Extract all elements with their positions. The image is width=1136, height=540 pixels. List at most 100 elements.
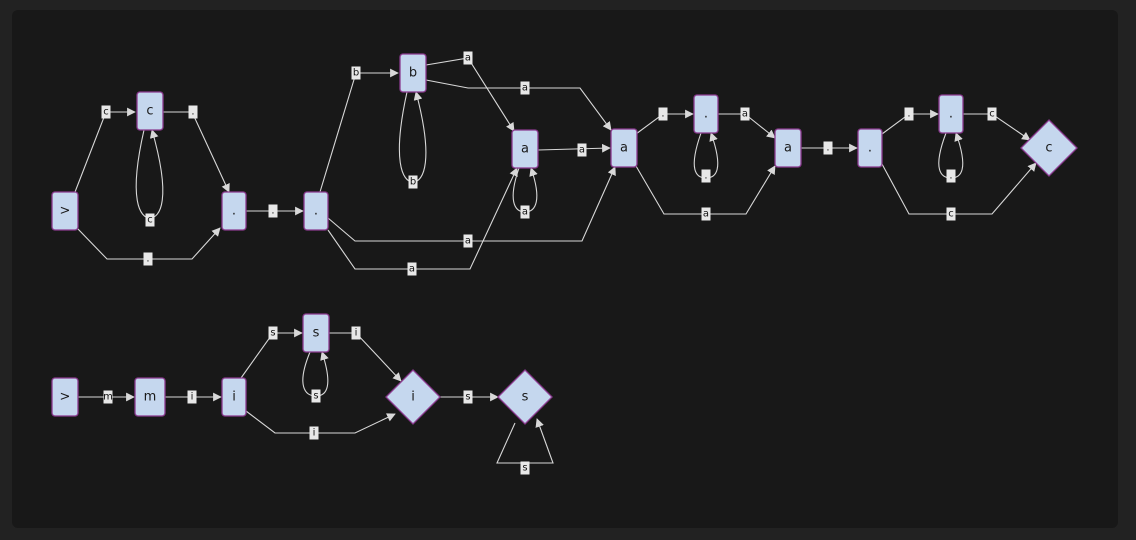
edge-label-text: c xyxy=(103,107,109,118)
accepting-state-shape xyxy=(1020,119,1078,177)
edge-g1n4-g1n4 xyxy=(398,91,427,183)
edge-label-text: c xyxy=(989,109,995,120)
edge-label-g1n3-g1n5: a xyxy=(407,262,417,276)
state-shape xyxy=(136,91,164,131)
edge-label-background xyxy=(904,107,914,121)
edge-g1n5-g1n5 xyxy=(512,167,538,213)
edge-label-g1n8-g1n9: . xyxy=(823,141,833,155)
edge-label-background xyxy=(701,207,711,221)
edge-label-g1n9-g1n10: . xyxy=(904,107,914,121)
edge-label-background xyxy=(309,426,319,440)
state-node-g1n7[interactable]: . xyxy=(693,94,719,134)
edge-label-background xyxy=(408,175,418,189)
edge-label-text: . xyxy=(271,206,274,217)
accepting-state-shape xyxy=(497,369,553,425)
state-node-g1n1[interactable]: c xyxy=(136,91,164,131)
state-node-g1n6[interactable]: a xyxy=(610,128,638,168)
edge-label-text: . xyxy=(704,171,707,182)
state-node-g2n3[interactable]: s xyxy=(302,313,330,353)
edge-label-background xyxy=(351,326,361,340)
accepting-state-shape xyxy=(385,369,441,425)
edge-label-text: c xyxy=(147,215,153,226)
edge-label-text: a xyxy=(465,236,471,247)
state-shape xyxy=(221,377,247,417)
edge-label-background xyxy=(701,169,711,183)
edge-label-background xyxy=(103,390,113,404)
edge-label-text: s xyxy=(270,328,275,339)
edge-label-background xyxy=(946,169,956,183)
edge-g1n4-g1n6 xyxy=(425,79,612,131)
edge-label-text: m xyxy=(103,392,113,403)
edge-label-background xyxy=(520,81,530,95)
state-node-g2n2[interactable]: i xyxy=(221,377,247,417)
state-shape xyxy=(857,128,883,168)
edge-label-background xyxy=(101,105,111,119)
state-label: a xyxy=(620,141,628,156)
state-node-g1n10[interactable]: . xyxy=(938,94,964,134)
state-node-g1n3[interactable]: . xyxy=(303,191,329,231)
state-label: c xyxy=(146,104,153,119)
edge-label-text: s xyxy=(313,391,318,402)
state-node-g2n5[interactable]: s xyxy=(497,369,553,425)
edge-label-background xyxy=(946,207,956,221)
edge-g1n1-g1n1 xyxy=(135,129,164,219)
edge-label-g1n5-g1n5: a xyxy=(520,205,530,219)
state-shape xyxy=(51,191,79,231)
state-label: > xyxy=(60,390,71,405)
state-node-g2n1[interactable]: m xyxy=(134,377,166,417)
edge-label-text: b xyxy=(410,177,416,188)
edge-label-g2n2-g2n3: s xyxy=(268,326,278,340)
edge-label-text: a xyxy=(522,207,528,218)
edge-label-text: a xyxy=(742,109,748,120)
state-node-g1n2[interactable]: . xyxy=(221,191,247,231)
edge-label-background xyxy=(740,107,750,121)
edge-label-background xyxy=(987,107,997,121)
state-shape xyxy=(693,94,719,134)
edge-g2n2-g2n4 xyxy=(245,410,396,434)
edge-label-background xyxy=(351,66,361,80)
edge-label-background xyxy=(311,389,321,403)
edge-label-background xyxy=(143,252,153,266)
state-shape xyxy=(221,191,247,231)
diagram-panel xyxy=(12,10,1118,528)
edge-label-text: . xyxy=(949,171,952,182)
edge-label-text: i xyxy=(313,428,316,439)
state-shape xyxy=(303,191,329,231)
state-label: . xyxy=(314,204,318,219)
edge-label-text: s xyxy=(465,392,470,403)
state-label: . xyxy=(949,107,953,122)
edge-label-g1n10-g1n10: . xyxy=(946,169,956,183)
state-shape xyxy=(938,94,964,134)
state-node-g1n5[interactable]: a xyxy=(511,129,539,169)
state-shape xyxy=(51,377,79,417)
edge-label-text: s xyxy=(522,463,527,474)
edge-label-g1n10-g1n11: c xyxy=(987,107,997,121)
state-node-g1n4[interactable]: b xyxy=(399,53,427,93)
edge-label-text: . xyxy=(661,109,664,120)
edge-label-text: b xyxy=(353,68,359,79)
edge-g1n5-g1n6 xyxy=(537,143,611,153)
edge-label-g1n7-g1n7: . xyxy=(701,169,711,183)
state-label: s xyxy=(313,326,320,341)
edge-label-g2n1-g2n2: i xyxy=(187,390,197,404)
edge-label-text: . xyxy=(826,143,829,154)
state-label: b xyxy=(409,66,417,81)
edge-label-text: i xyxy=(355,328,358,339)
edge-label-text: a xyxy=(579,145,585,156)
edge-label-g2n2-g2n4: i xyxy=(309,426,319,440)
state-node-g2n0[interactable]: > xyxy=(51,377,79,417)
state-shape xyxy=(134,377,166,417)
edge-label-background xyxy=(268,326,278,340)
edge-label-g1n0-g1n2: . xyxy=(143,252,153,266)
edge-label-g2n3-g2n3: s xyxy=(311,389,321,403)
state-node-g1n11[interactable]: c xyxy=(1020,119,1078,177)
edge-label-background xyxy=(520,461,530,475)
edge-label-g1n1-g1n1: c xyxy=(145,213,155,227)
state-node-g1n8[interactable]: a xyxy=(774,128,802,168)
state-node-g2n4[interactable]: i xyxy=(385,369,441,425)
state-node-g1n9[interactable]: . xyxy=(857,128,883,168)
edge-label-text: i xyxy=(191,392,194,403)
state-node-g1n0[interactable]: > xyxy=(51,191,79,231)
state-label: a xyxy=(784,141,792,156)
edge-label-g1n9-g1n11: c xyxy=(946,207,956,221)
